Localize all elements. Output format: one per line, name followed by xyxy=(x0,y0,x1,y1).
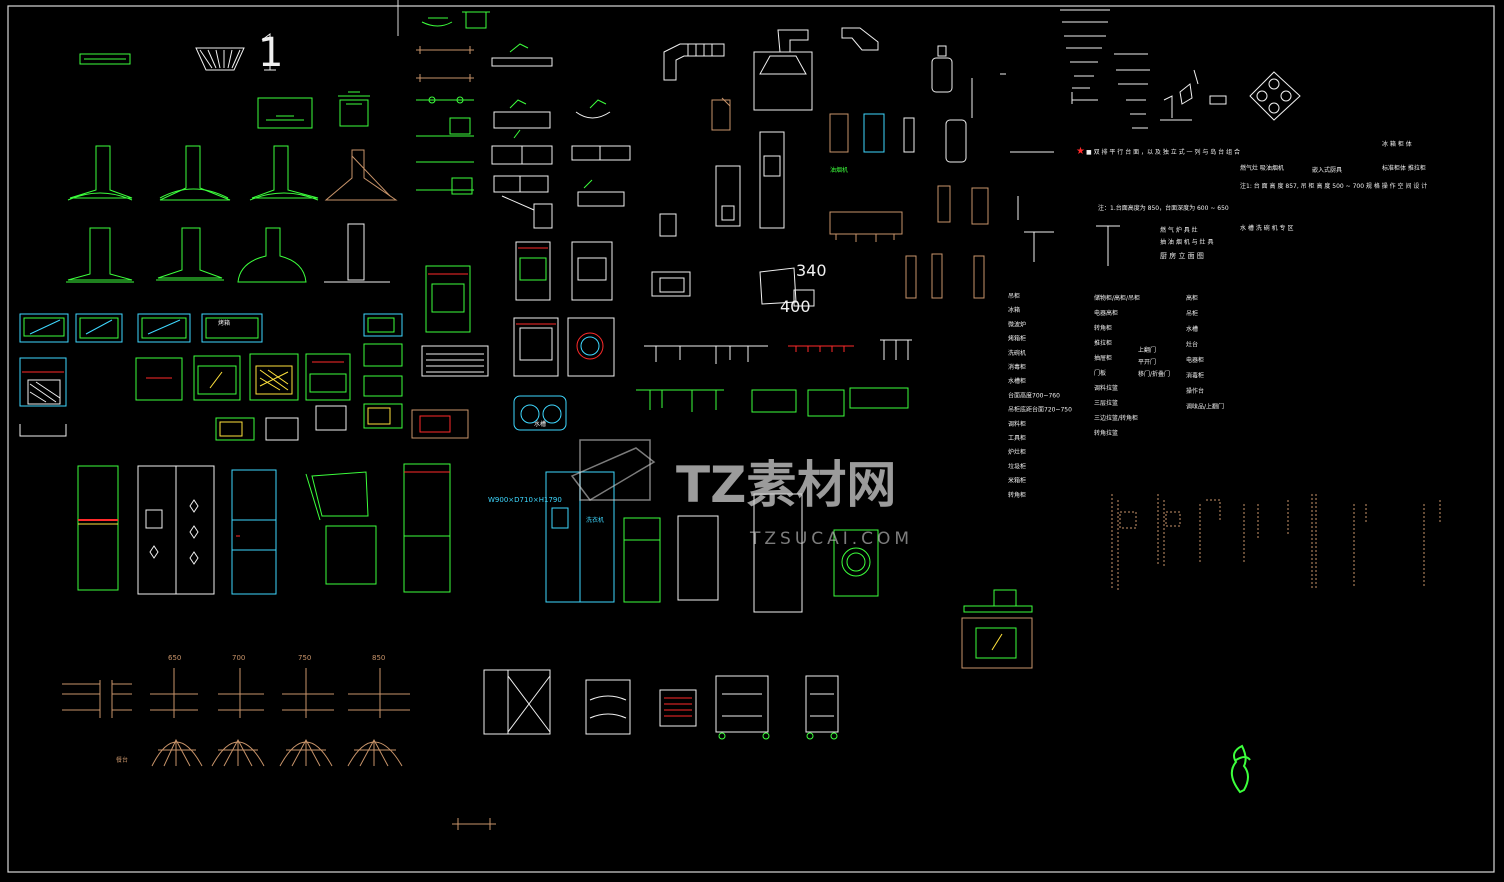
middle-column-labels-item: 转角柜 xyxy=(1094,324,1112,332)
middle-column-labels-item: 电器高柜 xyxy=(1094,309,1118,317)
cabinet-width-700: 700 xyxy=(232,654,245,662)
right-column-labels-item: 水槽 xyxy=(1186,325,1198,333)
left-column-labels-item: 垃圾柜 xyxy=(1008,462,1026,470)
middle-column-labels-item: 转角拉篮 xyxy=(1094,429,1118,437)
middle-column-labels-item: 抽屉柜 xyxy=(1094,354,1112,362)
left-column-labels-item: 烤箱柜 xyxy=(1008,335,1026,343)
top-marker: 1 xyxy=(258,30,283,76)
right-column-labels-item: 高柜 xyxy=(1186,294,1198,302)
middle-column-labels-item: 三层拉篮 xyxy=(1094,399,1118,407)
cabinet-width-750: 750 xyxy=(298,654,311,662)
plant-decoration xyxy=(1230,744,1251,794)
label-table: 餐台 xyxy=(116,756,128,764)
left-column-labels-item: 冰箱 xyxy=(1008,306,1020,314)
base-cabinet-group xyxy=(483,669,839,740)
label-sink: 水槽 xyxy=(534,420,546,428)
note-i: 厨 房 立 面 图 xyxy=(1160,251,1204,260)
left-column-labels-item: 水槽柜 xyxy=(1008,377,1026,385)
right-column-labels-item: 调味品/上翻门 xyxy=(1186,403,1224,411)
note-g: 注1: 台 面 高 度 857, 吊 柜 高 度 500 ~ 700 规 格 操… xyxy=(1240,182,1427,190)
left-column-labels-item: 工具柜 xyxy=(1008,434,1026,442)
fridge-size-label: W900×D710×H1790 xyxy=(488,496,562,504)
cooktop-sink-group xyxy=(416,11,631,229)
left-column-labels-item: 洗碗机 xyxy=(1008,349,1026,357)
left-column-labels-item: 微波炉 xyxy=(1008,320,1026,328)
note-h: 水 槽 洗 碗 机 专 区 xyxy=(1240,224,1293,232)
left-column-labels-item: 吊柜底距台面720~750 xyxy=(1008,406,1072,414)
left-column-labels-item: 调料柜 xyxy=(1008,420,1026,428)
middle-column-labels-item: 储物柜/高柜/吊柜 xyxy=(1094,294,1140,302)
utensil-rack-group xyxy=(636,339,912,417)
dimension-340: 340 xyxy=(796,261,827,280)
cabinet-width-650: 650 xyxy=(168,654,181,662)
note-e: 冰 箱 柜 体 xyxy=(1382,140,1412,148)
drawing-frame xyxy=(7,5,1495,873)
note-k: 抽 油 烟 机 与 灶 具 xyxy=(1160,238,1213,246)
range-hood-group xyxy=(66,33,398,283)
left-column-labels-item: 消毒柜 xyxy=(1008,363,1026,371)
label-oven: 烤箱 xyxy=(218,319,230,327)
oven-group xyxy=(19,313,469,441)
right-column-labels-item: 电器柜 xyxy=(1186,356,1204,364)
left-column-labels-item: 转角柜 xyxy=(1008,491,1026,499)
right-column-labels-item: 灶台 xyxy=(1186,341,1198,349)
right-column-labels-item: 吊柜 xyxy=(1186,310,1198,318)
right-drawings xyxy=(1010,9,1301,266)
cabinet-elevation-group xyxy=(1111,494,1441,590)
label-washer: 洗衣机 xyxy=(586,516,604,524)
annotation-labels: 1 ■ 双 排 平 行 台 面 ，以 及 独 立 式 一 列 与 岛 台 组 合… xyxy=(258,30,1427,260)
note-b: 注：1.台面高度为 850，台面深度为 600 ~ 650 xyxy=(1098,204,1229,212)
note-f: 标准柜体 推拉柜 xyxy=(1382,164,1426,172)
label-hood: 油烟机 xyxy=(830,166,848,174)
middle-column-labels-item: 调料拉篮 xyxy=(1094,384,1118,392)
middle-column-labels-item: 推拉柜 xyxy=(1094,339,1112,347)
side-labels-item: 移门/折叠门 xyxy=(1138,370,1170,378)
note-j: 燃 气 炉 具 灶 xyxy=(1160,226,1198,234)
refrigerator-group xyxy=(77,463,879,613)
item-labels: 烤箱 油烟机 水槽 洗衣机 餐台 xyxy=(116,166,848,764)
middle-column-labels: 储物柜/高柜/吊柜电器高柜转角柜推拉柜抽屉柜门板调料拉篮三层拉篮三边拉篮/转角柜… xyxy=(1094,294,1140,437)
middle-column-labels-item: 门板 xyxy=(1094,369,1106,377)
side-labels-item: 上翻门 xyxy=(1138,346,1156,354)
watermark-title: TZ素材网 xyxy=(676,456,896,514)
stove-group xyxy=(421,241,615,431)
dimension-400: 400 xyxy=(780,297,811,316)
middle-column-labels-item: 三边拉篮/转角柜 xyxy=(1094,414,1138,422)
left-column-labels-item: 台面高度700~760 xyxy=(1008,391,1060,399)
cabinet-detail-group xyxy=(62,668,496,830)
note-d: 嵌入式厨具 xyxy=(1312,166,1342,174)
right-column-labels-item: 操作台 xyxy=(1186,387,1204,395)
cabinet-width-850: 850 xyxy=(372,654,385,662)
right-column-labels-item: 消毒柜 xyxy=(1186,372,1204,380)
left-column-labels-item: 炉灶柜 xyxy=(1008,448,1026,456)
watermark: TZ素材网 TZSUCAI.COM xyxy=(570,439,913,549)
side-labels-item: 平开门 xyxy=(1138,358,1156,366)
left-column-labels-item: 米箱柜 xyxy=(1008,477,1026,485)
note-a: ■ 双 排 平 行 台 面 ，以 及 独 立 式 一 列 与 岛 台 组 合 xyxy=(1086,148,1240,156)
note-c: 燃气灶 吸油烟机 xyxy=(1240,164,1284,172)
watermark-subtitle: TZSUCAI.COM xyxy=(749,529,913,549)
left-column-labels-item: 吊柜 xyxy=(1008,292,1020,300)
duct-dispenser-group xyxy=(651,27,1006,307)
stove-with-pot xyxy=(961,589,1033,669)
red-star-marker: ★ xyxy=(1076,146,1085,157)
